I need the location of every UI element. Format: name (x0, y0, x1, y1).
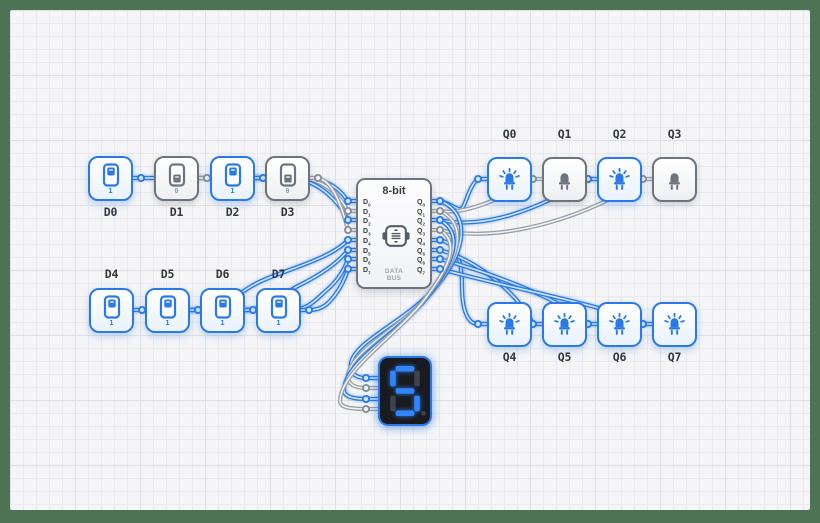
switch-value: 1 (230, 186, 235, 195)
bus-input-pins: D0 D1 D2 D3 D4 D5 D6 D7 (363, 199, 371, 276)
seven-segment-display[interactable] (378, 356, 432, 426)
component-label: D5 (160, 267, 175, 281)
component-label: D4 (104, 267, 119, 281)
component-label: D0 (103, 205, 118, 219)
component-label: Q5 (557, 350, 572, 364)
toggle-switch-d4[interactable]: 1 (89, 288, 134, 333)
toggle-switch-d5[interactable]: 1 (145, 288, 190, 333)
led-icon (558, 173, 571, 190)
switch-value: 0 (174, 186, 179, 195)
led-q7[interactable] (652, 302, 697, 347)
led-icon (609, 312, 630, 335)
toggle-switch-d7[interactable]: 1 (256, 288, 301, 333)
seven-segment-digit (390, 366, 426, 416)
led-q1[interactable] (542, 157, 587, 202)
component-label: Q3 (667, 127, 682, 141)
data-bus-component[interactable]: 8-bit D0 D1 D2 D3 D4 D5 D6 D7 Q0 Q1 Q2 Q… (356, 178, 432, 289)
component-label: Q7 (667, 350, 682, 364)
switch-icon (159, 294, 176, 319)
led-icon (609, 167, 630, 190)
toggle-switch-d2[interactable]: 1 (210, 156, 255, 201)
component-label: D3 (280, 205, 295, 219)
led-q0[interactable] (487, 157, 532, 202)
switch-icon (102, 162, 119, 187)
switch-value: 0 (285, 186, 290, 195)
toggle-switch-d3[interactable]: 0 (265, 156, 310, 201)
component-label: Q4 (502, 350, 517, 364)
switch-value: 1 (109, 318, 114, 327)
switch-icon (224, 162, 241, 187)
component-label: Q6 (612, 350, 627, 364)
switch-icon (214, 294, 231, 319)
led-q6[interactable] (597, 302, 642, 347)
led-icon (554, 312, 575, 335)
led-icon (664, 312, 685, 335)
led-q4[interactable] (487, 302, 532, 347)
component-label: D7 (271, 267, 286, 281)
component-label: D1 (169, 205, 184, 219)
led-icon (499, 312, 520, 335)
component-label: D2 (225, 205, 240, 219)
switch-icon (168, 162, 185, 187)
led-q2[interactable] (597, 157, 642, 202)
led-q5[interactable] (542, 302, 587, 347)
bus-title: 8-bit (382, 185, 406, 197)
switch-value: 1 (220, 318, 225, 327)
switch-value: 1 (108, 186, 113, 195)
led-icon (499, 167, 520, 190)
led-q3[interactable] (652, 157, 697, 202)
toggle-switch-d0[interactable]: 1 (88, 156, 133, 201)
component-label: D6 (215, 267, 230, 281)
component-label: Q1 (557, 127, 572, 141)
switch-icon (103, 294, 120, 319)
toggle-switch-d6[interactable]: 1 (200, 288, 245, 333)
component-label: Q0 (502, 127, 517, 141)
switch-value: 1 (276, 318, 281, 327)
bus-chip-icon (382, 225, 410, 247)
toggle-switch-d1[interactable]: 0 (154, 156, 199, 201)
switch-icon (270, 294, 287, 319)
bus-subtitle: DATA BUS (384, 268, 404, 282)
component-label: Q2 (612, 127, 627, 141)
switch-value: 1 (165, 318, 170, 327)
switch-icon (279, 162, 296, 187)
led-icon (668, 173, 681, 190)
bus-output-pins: Q0 Q1 Q2 Q3 Q4 Q5 Q6 Q7 (417, 199, 425, 276)
